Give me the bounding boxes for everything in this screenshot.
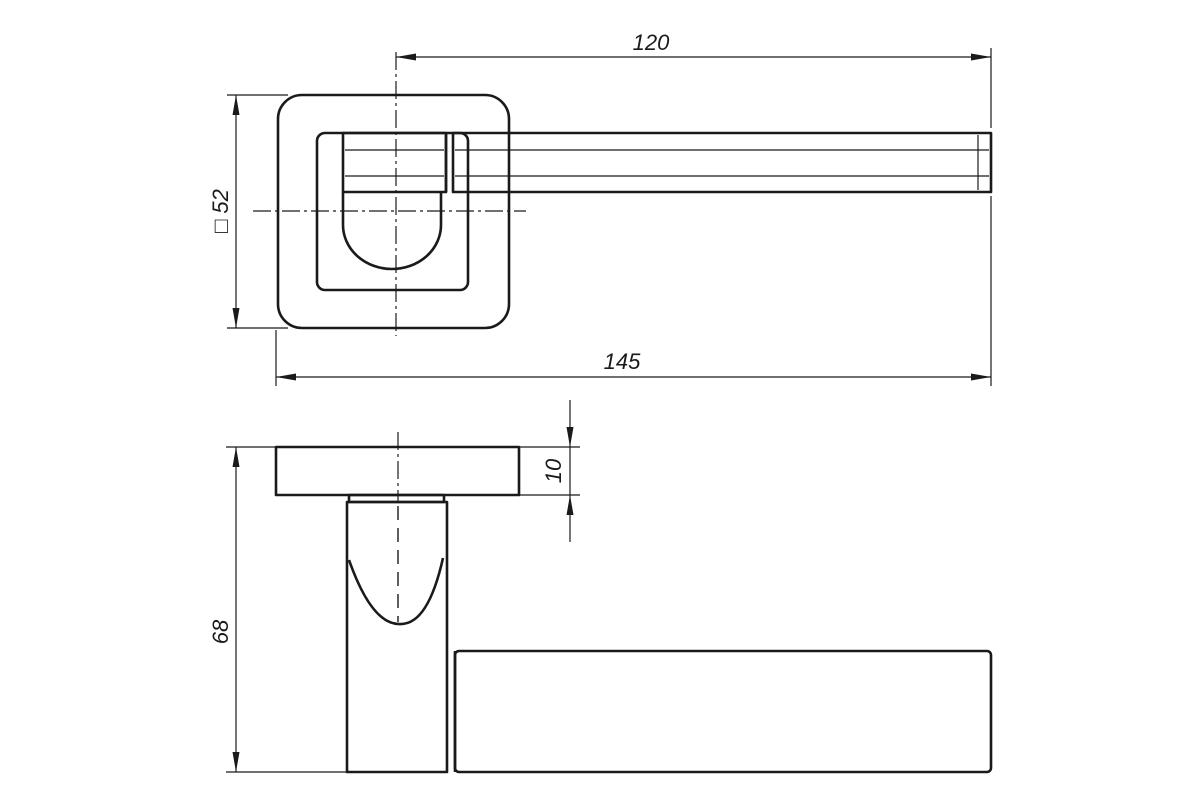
dimension-label-68: 68 [208, 619, 233, 644]
dimension-label-52-group: □ 52 [208, 189, 233, 233]
lever-body-top [451, 131, 993, 194]
lever-body-side [453, 649, 993, 774]
dimension-label-120: 120 [633, 30, 670, 55]
dimension-label-68-group: 68 [208, 619, 233, 644]
side-view [274, 432, 993, 774]
dimension-label-145: 145 [604, 349, 641, 374]
dimension-label-10: 10 [541, 458, 566, 483]
neck-body-side [345, 500, 449, 774]
dimension-label-10-group: 10 [541, 458, 566, 483]
spindle-boss [341, 192, 443, 271]
neck-curve [347, 557, 445, 626]
top-view-dimensions: 120 145 □ 52 [208, 30, 992, 386]
size-value: 52 [208, 189, 233, 213]
side-view-dimensions: 10 68 [208, 400, 580, 773]
handle-collar [341, 131, 448, 194]
dimension-label-52: □ 52 [208, 189, 233, 233]
square-symbol: □ [208, 220, 233, 233]
top-view [253, 52, 993, 336]
